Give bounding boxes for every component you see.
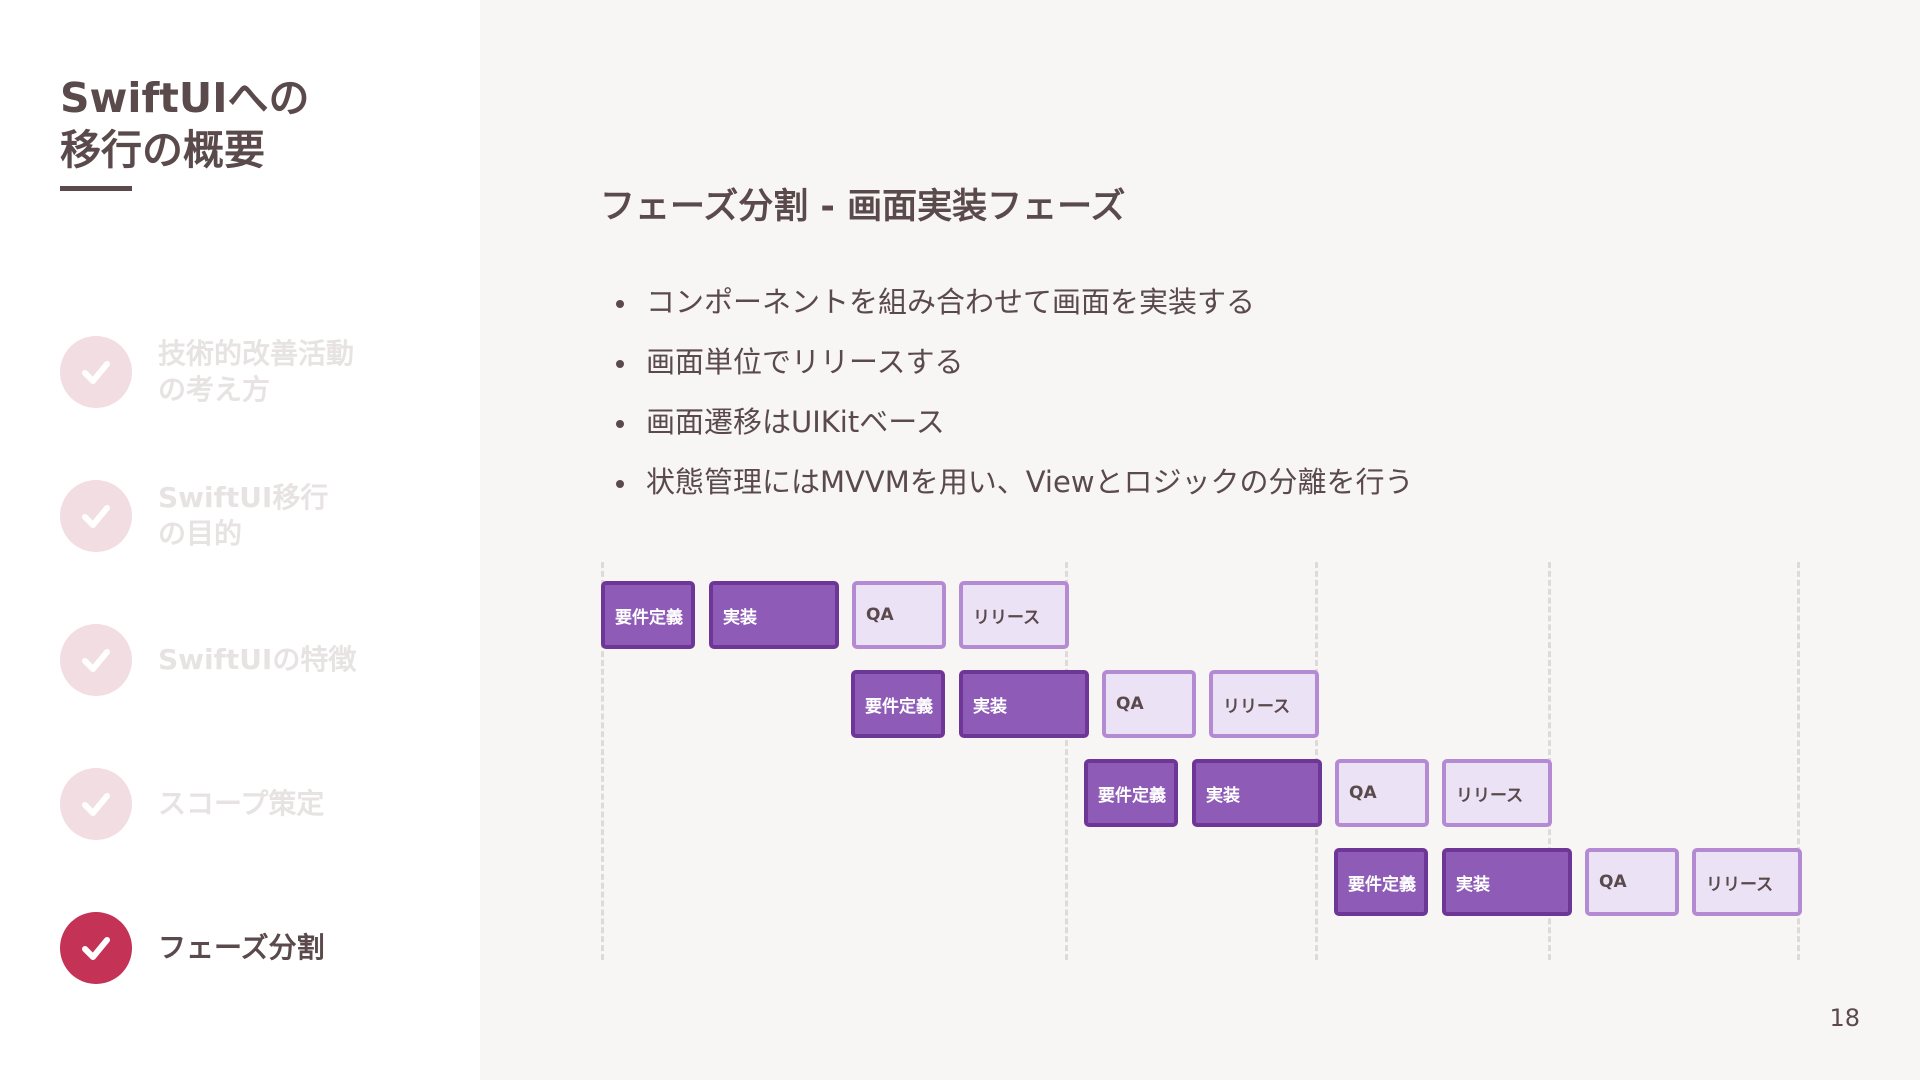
task-block-release[interactable]: リリース — [959, 581, 1069, 649]
task-block-requirements[interactable]: 要件定義 — [1334, 848, 1428, 916]
bullet-item: 画面単位でリリースする — [616, 338, 1414, 398]
sidebar: SwiftUIへの 移行の概要 技術的改善活動 の考え方 SwiftUI移行 の… — [0, 0, 480, 1080]
check-circle-icon — [60, 336, 132, 408]
check-circle-icon — [60, 624, 132, 696]
deck-title-line-1: SwiftUIへの — [60, 74, 310, 122]
agenda-label: スコープ策定 — [158, 786, 325, 820]
bullet-item: 状態管理にはMVVMを用い、Viewとロジックの分離を行う — [616, 458, 1414, 518]
task-block-qa[interactable]: QA — [1335, 759, 1429, 827]
agenda-item-phase-split[interactable]: フェーズ分割 — [60, 911, 460, 985]
task-block-implementation[interactable]: 実装 — [959, 670, 1089, 738]
task-block-requirements[interactable]: 要件定義 — [1084, 759, 1178, 827]
page-number: 18 — [1829, 1004, 1860, 1032]
task-block-requirements[interactable]: 要件定義 — [601, 581, 695, 649]
agenda-item-technical-improvement[interactable]: 技術的改善活動 の考え方 — [60, 335, 460, 409]
check-circle-icon — [60, 768, 132, 840]
agenda-item-swiftui-features[interactable]: SwiftUIの特徴 — [60, 623, 460, 697]
check-circle-icon — [60, 912, 132, 984]
agenda-label: SwiftUI移行 の目的 — [158, 480, 329, 550]
agenda-label: SwiftUIの特徴 — [158, 642, 357, 676]
agenda-label: 技術的改善活動 の考え方 — [158, 336, 355, 406]
title-underline — [60, 186, 132, 191]
section-heading: フェーズ分割 - 画面実装フェーズ — [600, 187, 1126, 227]
bullet-item: 画面遷移はUIKitベース — [616, 398, 1414, 458]
agenda-item-migration-purpose[interactable]: SwiftUI移行 の目的 — [60, 479, 460, 553]
deck-title: SwiftUIへの 移行の概要 — [60, 72, 309, 177]
task-block-requirements[interactable]: 要件定義 — [851, 670, 945, 738]
task-block-release[interactable]: リリース — [1442, 759, 1552, 827]
check-circle-icon — [60, 480, 132, 552]
task-block-qa[interactable]: QA — [852, 581, 946, 649]
task-block-release[interactable]: リリース — [1692, 848, 1802, 916]
agenda-item-scope[interactable]: スコープ策定 — [60, 767, 460, 841]
task-block-release[interactable]: リリース — [1209, 670, 1319, 738]
task-block-implementation[interactable]: 実装 — [1442, 848, 1572, 916]
bullet-list: コンポーネントを組み合わせて画面を実装する 画面単位でリリースする 画面遷移はU… — [616, 278, 1414, 518]
task-block-qa[interactable]: QA — [1102, 670, 1196, 738]
task-block-qa[interactable]: QA — [1585, 848, 1679, 916]
task-block-implementation[interactable]: 実装 — [709, 581, 839, 649]
deck-title-line-2: 移行の概要 — [60, 126, 265, 175]
task-block-implementation[interactable]: 実装 — [1192, 759, 1322, 827]
bullet-item: コンポーネントを組み合わせて画面を実装する — [616, 278, 1414, 338]
agenda-label: フェーズ分割 — [158, 930, 325, 964]
